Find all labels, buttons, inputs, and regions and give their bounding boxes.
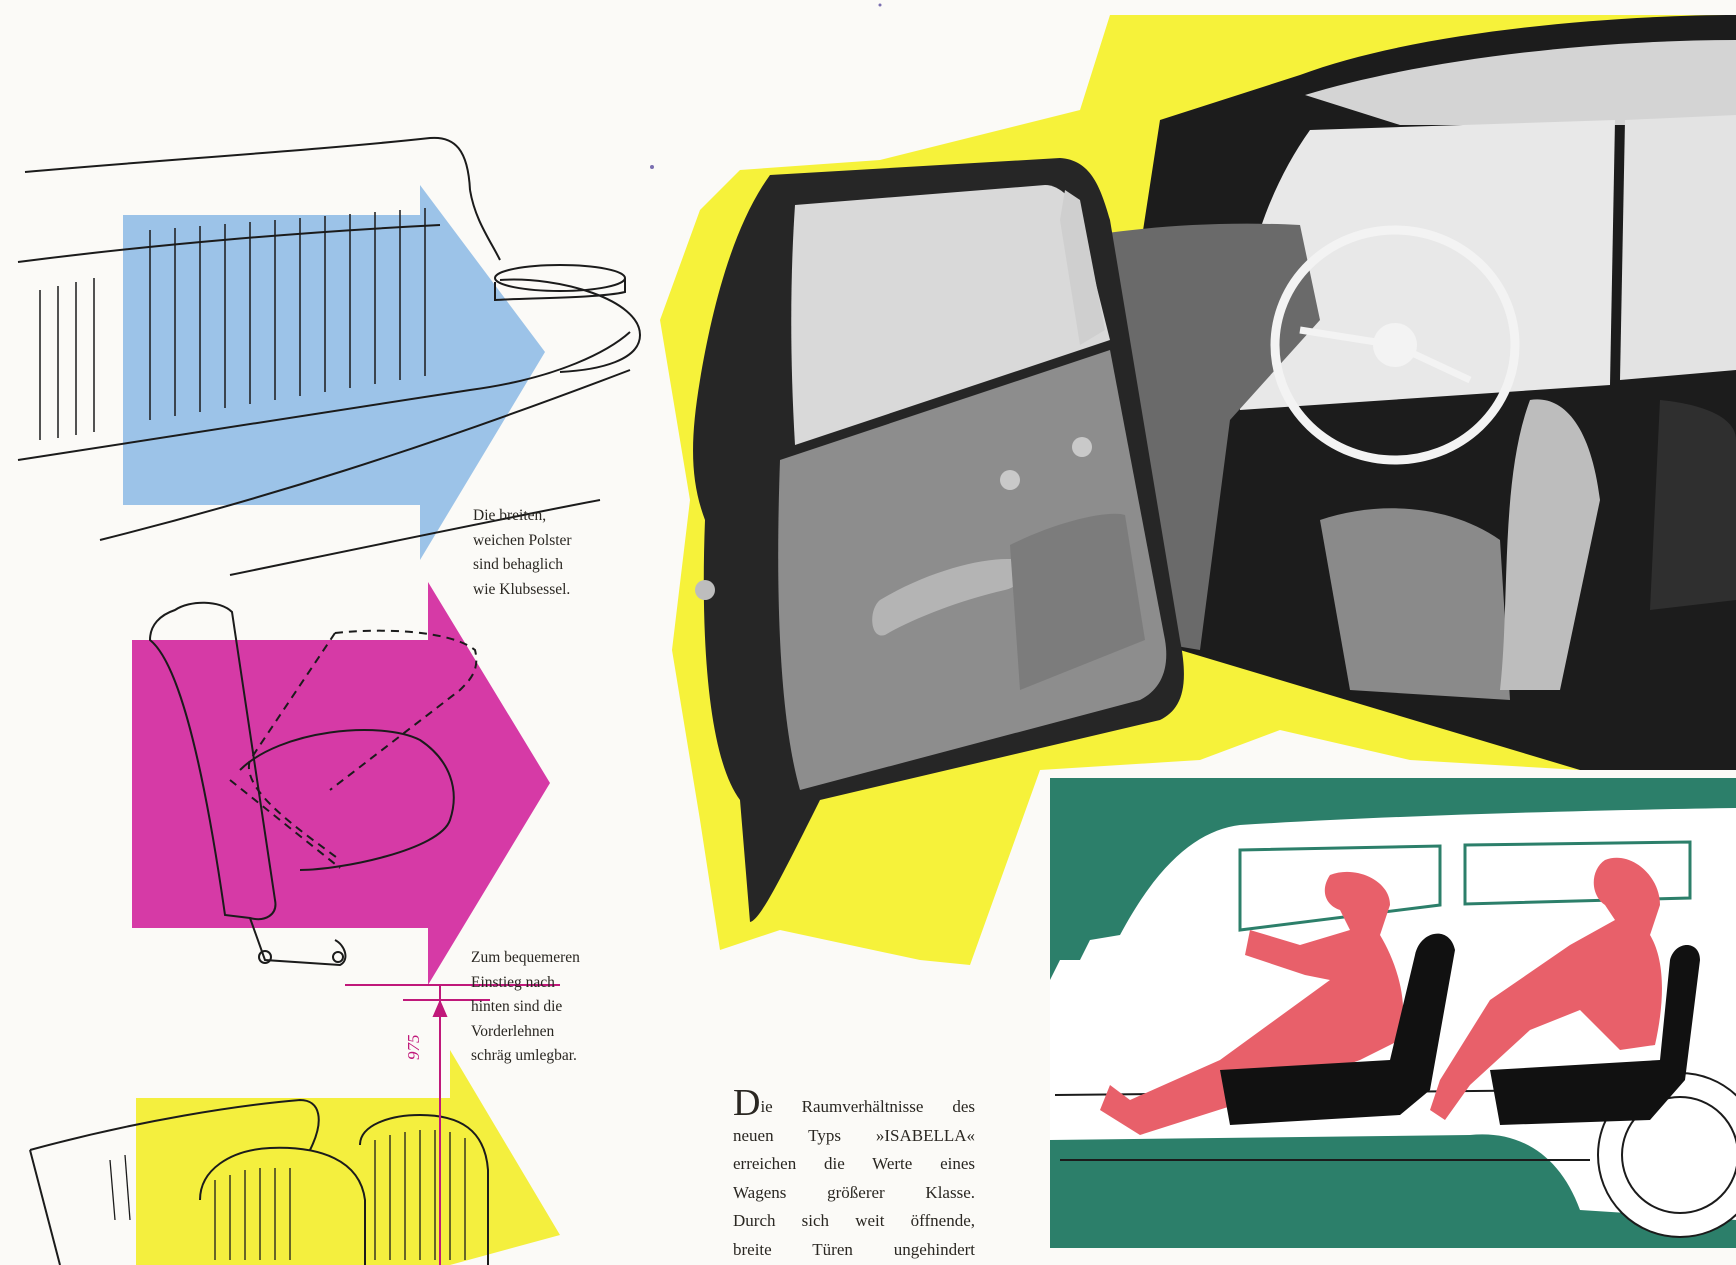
caption-line: weichen Polster [473,531,572,549]
body-text-line: breite Türen ungehindert [733,1239,975,1259]
caption-line: Zum bequemeren [471,949,580,966]
front-seat-line-drawing [148,601,455,967]
caption-line: hinten sind die [471,998,563,1015]
body-text-line: neuen Typs »ISABELLA« [733,1125,975,1145]
magenta-seat-arrow [132,582,550,985]
caption-line: Einstieg nach [471,973,555,991]
dimension-label: 975 [404,1034,423,1061]
blue-upholstery-arrow [123,185,545,560]
folded-seat-dashed-outline [229,629,478,869]
dimension-line [345,984,560,1265]
body-text-line: Wagens größerer Klasse. [733,1182,975,1202]
body-text-line: Die Raumverhältnisse des [733,1084,975,1122]
car-door [693,158,1184,922]
bench-pleat-lines [39,208,426,440]
caption-line: schräg umlegbar. [471,1047,577,1064]
body-text-line-content: ie Raumverhältnisse des [760,1097,975,1116]
rear-bench-line-drawing [17,136,642,576]
seat-layout-pleats [109,1130,466,1260]
yellow-seat-arrow [136,1050,560,1265]
seat-folding-caption: Zum bequemeren Einstieg nach hinten sind… [471,946,580,1069]
body-text-paragraph: Die Raumverhältnisse des neuen Typs »ISA… [733,1084,975,1264]
upholstery-caption: Die breiten, weichen Polster sind behagl… [473,504,572,602]
caption-line: wie Klubsessel. [473,580,571,598]
caption-line: Die breiten, [473,507,547,524]
car-interior-photo [1060,15,1736,770]
car-seats-silhouette [1220,933,1700,1125]
caption-line: Vorderlehnen [471,1022,555,1040]
body-text-line: erreichen die Werte eines [733,1154,975,1173]
caption-line: sind behaglich [473,556,563,573]
seat-layout-line-drawing [29,1098,489,1265]
paper-specks [650,3,882,169]
drop-cap: D [733,1082,761,1124]
body-text-line: Durch sich weit öffnende, [733,1211,975,1230]
